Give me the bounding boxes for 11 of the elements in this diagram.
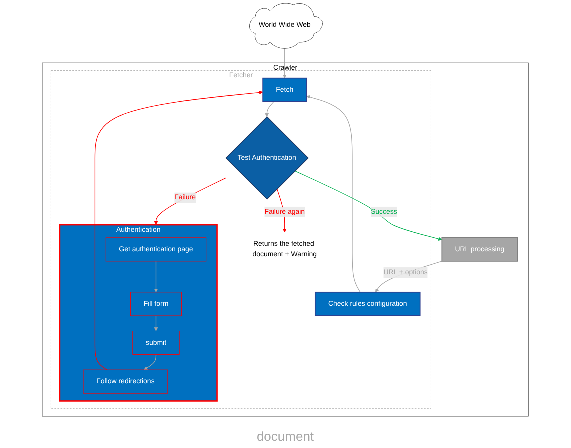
arrow bbox=[375, 261, 442, 293]
note-text: document bbox=[256, 429, 314, 444]
arrow bbox=[306, 96, 361, 293]
arrow bbox=[154, 178, 226, 226]
arrow bbox=[265, 102, 274, 118]
arrow bbox=[154, 316, 158, 332]
arrow bbox=[154, 261, 158, 293]
arrow bbox=[144, 354, 157, 370]
arrow bbox=[282, 48, 287, 79]
arrow bbox=[94, 90, 264, 370]
arrow bbox=[294, 170, 442, 241]
